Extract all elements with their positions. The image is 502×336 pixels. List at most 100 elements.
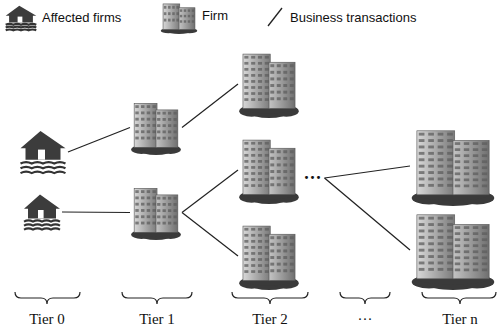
window (147, 222, 150, 225)
window (251, 68, 255, 71)
window (270, 183, 274, 186)
window (251, 172, 255, 175)
tower (453, 224, 489, 278)
window (283, 157, 287, 160)
window (265, 178, 269, 181)
window (265, 246, 269, 249)
window (464, 250, 469, 253)
window (447, 178, 453, 181)
tier-label: Tier 1 (139, 311, 175, 328)
window (265, 240, 269, 243)
window (283, 91, 287, 94)
window (251, 184, 255, 187)
window (270, 243, 274, 246)
window (428, 171, 434, 174)
window (428, 184, 434, 187)
tier-label: Tier n (442, 311, 478, 328)
water-wave (6, 26, 37, 29)
window (251, 98, 255, 101)
tier-label: Tier 2 (252, 311, 288, 328)
window (244, 74, 248, 77)
window (438, 262, 444, 265)
window (482, 256, 487, 259)
window (447, 184, 453, 187)
window (438, 178, 444, 181)
window (147, 137, 150, 140)
window (180, 15, 182, 17)
window (482, 154, 487, 157)
window (270, 263, 274, 266)
window (251, 160, 255, 163)
window (244, 178, 248, 181)
window (482, 160, 487, 163)
window (163, 222, 166, 225)
window (147, 111, 150, 114)
window (428, 262, 434, 265)
legend-sample (266, 4, 284, 30)
window (176, 19, 179, 22)
tower (417, 131, 455, 195)
window (188, 20, 190, 22)
legend-label: Firm (202, 8, 228, 23)
window (244, 56, 248, 59)
business-transaction (62, 211, 130, 213)
window (464, 232, 469, 235)
window (141, 196, 144, 199)
window (184, 9, 186, 11)
window (290, 263, 294, 266)
building-icon (131, 188, 181, 240)
window (447, 255, 453, 258)
window (251, 252, 255, 255)
window (265, 160, 269, 163)
window (258, 240, 262, 243)
window (455, 238, 460, 241)
window (447, 268, 453, 271)
window (258, 228, 262, 231)
window (135, 118, 138, 121)
window (152, 105, 155, 108)
window (283, 236, 287, 239)
window (163, 203, 166, 206)
window (428, 223, 434, 226)
window (464, 185, 469, 188)
window (277, 64, 281, 67)
window (157, 124, 160, 127)
window (283, 64, 287, 67)
window (258, 166, 262, 169)
tower (156, 110, 178, 147)
window (251, 62, 255, 65)
window (438, 230, 444, 233)
window (455, 178, 460, 181)
window (447, 139, 453, 142)
water-wave (24, 228, 60, 229)
window (419, 171, 425, 174)
building-icon (131, 103, 181, 155)
window (157, 197, 160, 200)
window (141, 215, 144, 218)
window (258, 62, 262, 65)
window (447, 262, 453, 265)
window (265, 228, 269, 231)
window (163, 112, 166, 115)
window (438, 152, 444, 155)
tier-bracket (232, 292, 308, 304)
window (438, 171, 444, 174)
window (265, 56, 269, 59)
window (258, 74, 262, 77)
window (163, 209, 166, 212)
window (473, 262, 478, 265)
window (473, 166, 478, 169)
window (244, 234, 248, 237)
window (277, 157, 281, 160)
building-icon (239, 54, 299, 118)
window (251, 148, 255, 151)
window (277, 256, 281, 259)
window (419, 146, 425, 149)
window (152, 196, 155, 199)
legend-line-sample (268, 8, 282, 26)
window (168, 203, 171, 206)
tower (243, 140, 270, 194)
tower (417, 215, 455, 279)
window (147, 105, 150, 108)
